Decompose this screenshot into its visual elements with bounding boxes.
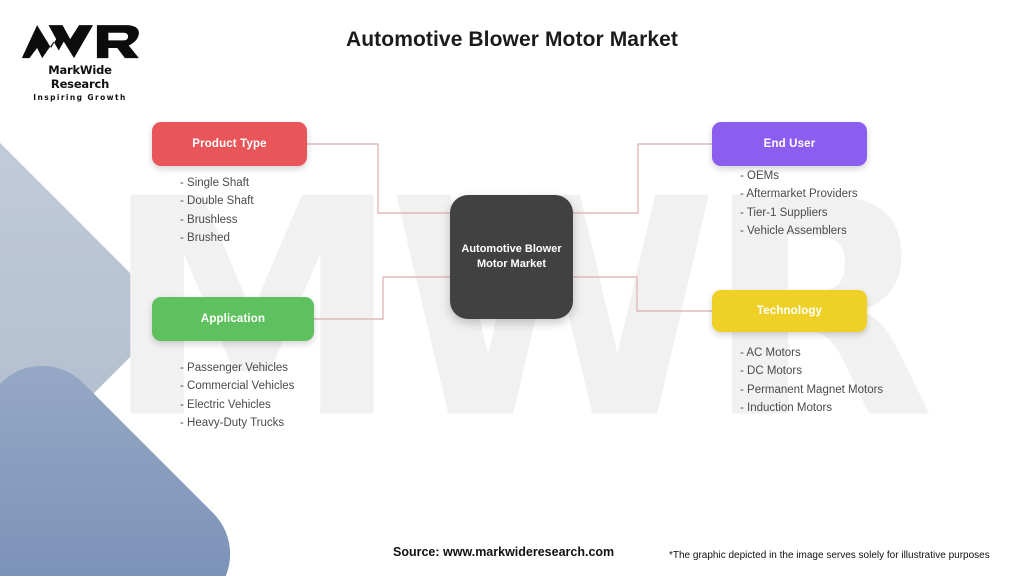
node-product-type[interactable]: Product Type — [152, 122, 307, 166]
list-end-user: - OEMs - Aftermarket Providers - Tier-1 … — [740, 167, 858, 240]
node-application-label: Application — [200, 313, 266, 325]
list-application: - Passenger Vehicles - Commercial Vehicl… — [180, 359, 294, 432]
decorative-shape-light — [0, 102, 173, 528]
list-item: - Aftermarket Providers — [740, 188, 858, 201]
list-item: - Vehicle Assemblers — [740, 224, 847, 237]
list-item: - Brushless — [180, 213, 238, 226]
list-product-type: - Single Shaft - Double Shaft - Brushles… — [180, 174, 254, 247]
center-label-line1: Automotive Blower — [461, 243, 562, 256]
list-item: - Passenger Vehicles — [180, 362, 289, 374]
node-end-user-label: End User — [763, 138, 816, 150]
source-text: Source: www.markwideresearch.com — [393, 545, 615, 559]
node-technology[interactable]: Technology — [712, 290, 867, 332]
page-title: Automotive Blower Motor Market — [345, 28, 679, 51]
list-item: - AC Motors — [740, 347, 801, 359]
brand-name: MarkWide Research — [48, 63, 112, 91]
list-item: - Heavy-Duty Trucks — [180, 416, 285, 429]
list-item: - Permanent Magnet Motors — [740, 383, 884, 396]
list-item: - DC Motors — [740, 365, 802, 378]
list-item: - Induction Motors — [740, 401, 833, 414]
node-application[interactable]: Application — [152, 297, 314, 341]
list-item: - OEMs — [740, 170, 779, 182]
connector-application — [314, 276, 450, 320]
list-item: - Commercial Vehicles — [180, 380, 295, 393]
connector-end-user — [573, 143, 712, 214]
list-item: - Double Shaft — [180, 195, 254, 208]
node-technology-label: Technology — [756, 305, 823, 317]
mwr-logo-icon — [21, 25, 139, 59]
list-item: - Tier-1 Suppliers — [740, 206, 828, 219]
connector-technology — [573, 276, 712, 312]
list-item: - Electric Vehicles — [180, 398, 271, 411]
connector-product-type — [307, 143, 450, 214]
node-center-market[interactable]: Automotive Blower Motor Market — [450, 195, 573, 319]
list-technology: - AC Motors - DC Motors - Permanent Magn… — [740, 344, 883, 417]
node-product-type-label: Product Type — [192, 138, 267, 150]
brand-tagline: Inspiring Growth — [33, 93, 127, 102]
list-item: - Single Shaft — [180, 177, 250, 189]
disclaimer-text: *The graphic depicted in the image serve… — [669, 550, 990, 561]
brand-logo: MarkWide Research Inspiring Growth — [18, 20, 142, 102]
node-end-user[interactable]: End User — [712, 122, 867, 166]
list-item: - Brushed — [180, 231, 230, 244]
center-label-line2: Motor Market — [476, 258, 547, 270]
